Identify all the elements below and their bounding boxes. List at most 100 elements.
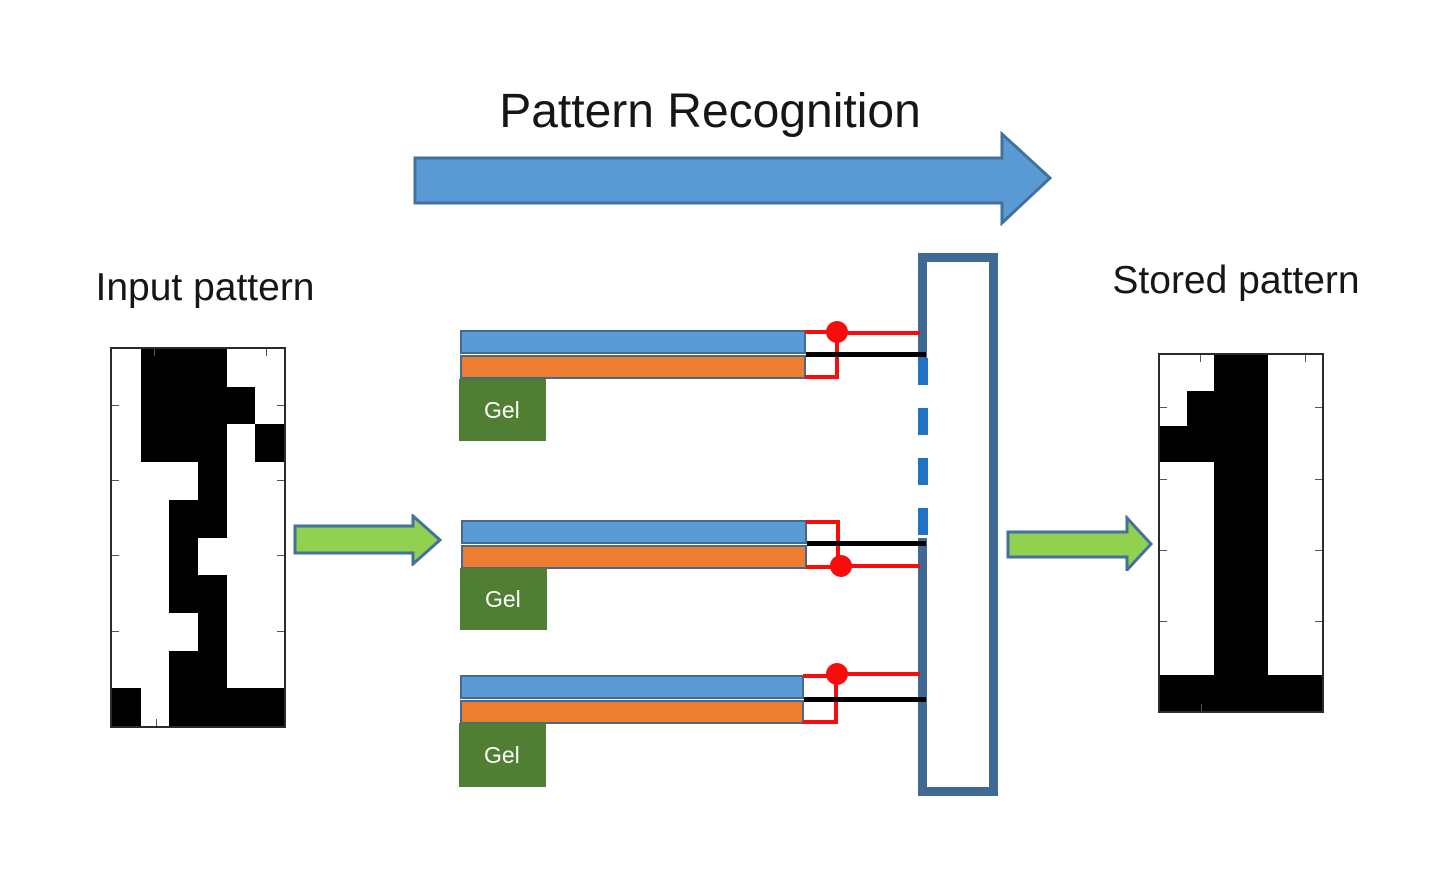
pattern-cell — [141, 613, 170, 651]
frame-tick — [1160, 478, 1167, 480]
black-wire — [806, 352, 926, 357]
pattern-cell — [1214, 532, 1241, 569]
pattern-cell — [227, 575, 256, 613]
frame-tick — [1201, 704, 1203, 711]
pattern-cell — [1187, 604, 1214, 640]
frame-tick — [1160, 549, 1167, 551]
comparator-box — [918, 253, 998, 796]
pattern-cell — [1268, 533, 1295, 569]
pattern-cell — [140, 386, 170, 425]
stored-pattern-image — [1158, 353, 1324, 713]
pattern-cell — [1214, 604, 1241, 640]
pattern-cell — [1241, 497, 1268, 533]
input-pattern-image — [110, 347, 286, 728]
black-wire — [804, 697, 926, 702]
pattern-cell — [141, 462, 170, 500]
pattern-cell — [1295, 426, 1322, 462]
pattern-cell — [1241, 390, 1268, 427]
pattern-cell — [1160, 426, 1187, 462]
pattern-cell — [1295, 640, 1322, 676]
input-to-devices-arrow — [293, 514, 443, 566]
frame-tick — [112, 404, 119, 406]
pattern-cell — [1160, 462, 1187, 498]
pattern-cell — [169, 575, 198, 613]
pattern-cell — [1187, 533, 1214, 569]
pattern-cell — [1268, 604, 1295, 640]
pattern-cell — [1268, 391, 1295, 427]
pattern-cell — [198, 538, 227, 576]
pattern-cell — [140, 424, 170, 463]
pattern-cell — [1241, 604, 1268, 640]
frame-tick — [112, 479, 119, 481]
pattern-cell — [197, 462, 227, 500]
pattern-cell — [197, 386, 227, 425]
pattern-cell — [226, 688, 256, 726]
pattern-cell — [112, 688, 141, 726]
pattern-cell — [227, 424, 256, 462]
top-electrode-bar — [461, 520, 807, 544]
frame-tick — [1315, 478, 1322, 480]
pattern-cell — [255, 688, 284, 726]
pattern-cell — [1268, 462, 1295, 498]
frame-tick — [265, 349, 267, 356]
bottom-electrode-bar — [460, 355, 806, 379]
pattern-cell — [227, 651, 256, 689]
pattern-cell — [1268, 675, 1295, 711]
pattern-recognition-arrow — [413, 131, 1053, 226]
pattern-cell — [1187, 497, 1214, 533]
gel-box: Gel — [459, 723, 546, 787]
pattern-cell — [1160, 675, 1187, 711]
red-wire — [835, 331, 920, 335]
pattern-cell — [141, 575, 170, 613]
pattern-cell — [197, 499, 227, 538]
pattern-cell — [1241, 675, 1268, 711]
top-electrode-bar — [460, 330, 806, 354]
frame-tick — [1304, 355, 1306, 362]
pattern-cell — [112, 538, 141, 576]
red-wire — [836, 564, 920, 568]
pattern-cell — [1214, 390, 1241, 427]
pattern-cell — [1187, 462, 1214, 498]
pattern-cell — [255, 575, 284, 613]
red-junction-dot — [830, 555, 852, 577]
pattern-cell — [1241, 639, 1268, 676]
pattern-cell — [1187, 569, 1214, 605]
black-wire — [807, 541, 926, 546]
bottom-electrode-bar — [461, 545, 807, 569]
pattern-cell — [1241, 355, 1268, 391]
pattern-cell — [1268, 640, 1295, 676]
pattern-cell — [1160, 355, 1187, 391]
pattern-cell — [227, 349, 256, 387]
red-wire — [834, 672, 920, 676]
pattern-cell — [112, 462, 141, 500]
pattern-cell — [1214, 426, 1241, 462]
pattern-cell — [1295, 355, 1322, 391]
pattern-cell — [197, 349, 227, 387]
pattern-cell — [1241, 461, 1268, 498]
red-junction-dot — [826, 321, 848, 343]
dashed-connection-line — [918, 358, 928, 538]
pattern-cell — [141, 651, 170, 689]
pattern-cell — [169, 613, 198, 651]
pattern-cell — [1214, 568, 1241, 605]
frame-tick — [277, 404, 284, 406]
pattern-cell — [169, 650, 198, 689]
pattern-cell — [1241, 568, 1268, 605]
pattern-cell — [1295, 497, 1322, 533]
frame-tick — [1160, 407, 1167, 409]
pattern-cell — [1187, 675, 1214, 711]
pattern-cell — [112, 575, 141, 613]
pattern-cell — [1187, 390, 1214, 427]
frame-tick — [112, 630, 119, 632]
pattern-cell — [169, 537, 198, 576]
pattern-cell — [255, 424, 284, 463]
pattern-cell — [1268, 426, 1295, 462]
frame-tick — [277, 630, 284, 632]
pattern-cell — [1268, 355, 1295, 391]
pattern-cell — [1268, 497, 1295, 533]
pattern-cell — [197, 575, 227, 613]
pattern-cell — [1187, 640, 1214, 676]
gel-box: Gel — [460, 568, 547, 630]
pattern-cell — [1214, 497, 1241, 533]
